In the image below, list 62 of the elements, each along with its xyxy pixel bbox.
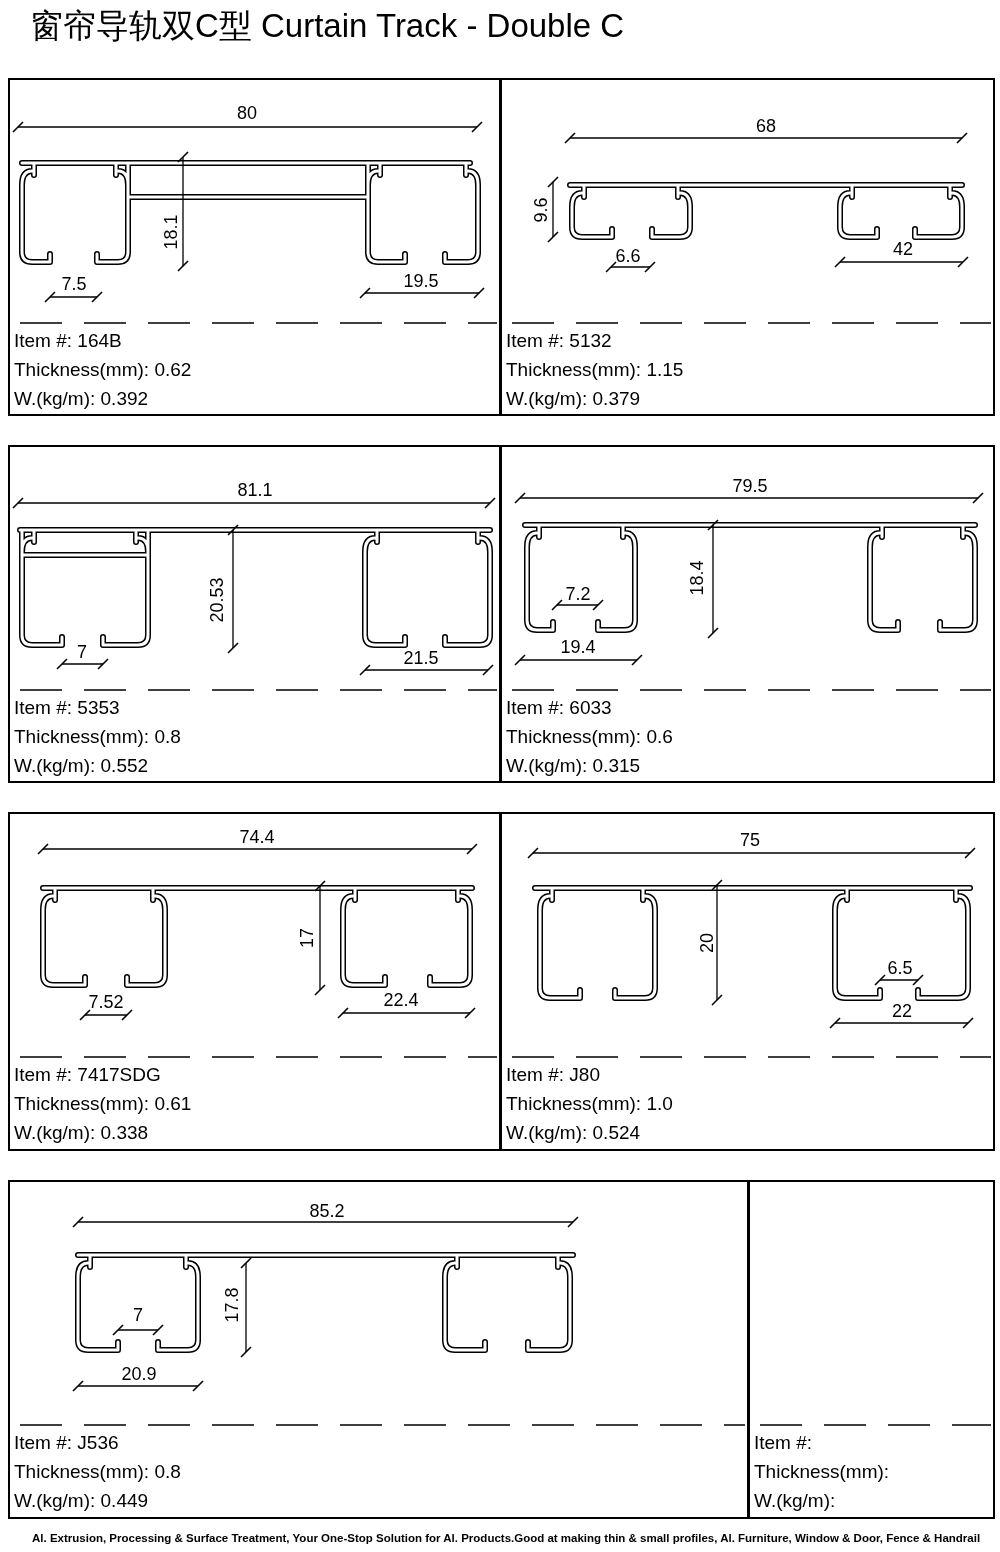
spec-panel — [748, 1180, 995, 1519]
dimension-label: 19.4 — [560, 637, 596, 657]
spec-text: W.(kg/m): 0.392 — [14, 387, 149, 411]
dimension-label: 7.52 — [88, 992, 124, 1012]
spec-text: Thickness(mm): 0.62 — [14, 358, 192, 382]
spec-panel — [500, 78, 995, 416]
spec-text: Thickness(mm): 0.6 — [506, 725, 673, 749]
spec-text: W.(kg/m): 0.524 — [506, 1121, 641, 1145]
dimension-label: 22 — [892, 1001, 912, 1021]
spec-text: Item #: 7417SDG — [14, 1063, 161, 1087]
spec-text: Item #: 5132 — [506, 329, 612, 353]
dimension-label: 79.5 — [732, 476, 768, 496]
spec-panel — [8, 1180, 749, 1519]
spec-panel — [500, 445, 995, 783]
spec-text: Thickness(mm): 1.15 — [506, 358, 684, 382]
dimension-label: 68 — [756, 116, 776, 136]
spec-text: Item #: J80 — [506, 1063, 600, 1087]
dimension-label: 17 — [297, 928, 317, 948]
spec-text: Item #: J536 — [14, 1431, 119, 1455]
footer-note: Al. Extrusion, Processing & Surface Treatment, Your One-Stop Solution for Al. Products.Good at making thin & small profiles, Al. Furniture, Window & Door, Fence & Handrail — [32, 1531, 981, 1546]
dimension-label: 42 — [893, 239, 913, 259]
spec-text: Thickness(mm): — [754, 1460, 890, 1484]
dimension-label: 9.6 — [531, 197, 551, 223]
dimension-label: 17.8 — [222, 1287, 242, 1323]
spec-text: Thickness(mm): 0.8 — [14, 1460, 181, 1484]
spec-text: W.(kg/m): 0.379 — [506, 387, 641, 411]
spec-text: Item #: 5353 — [14, 696, 120, 720]
spec-panel — [8, 78, 501, 416]
spec-text: Thickness(mm): 0.8 — [14, 725, 181, 749]
spec-text: Thickness(mm): 1.0 — [506, 1092, 673, 1116]
dimension-label: 22.4 — [383, 990, 419, 1010]
spec-panel — [8, 812, 501, 1151]
dimension-label: 18.1 — [161, 214, 181, 250]
dimension-label: 20.53 — [207, 577, 227, 623]
dimension-label: 7.2 — [565, 584, 591, 604]
dimension-label: 20 — [697, 933, 717, 953]
dimension-label: 19.5 — [403, 271, 439, 291]
spec-text: W.(kg/m): 0.449 — [14, 1489, 149, 1513]
spec-text: Item #: 6033 — [506, 696, 612, 720]
dimension-label: 7 — [77, 642, 87, 662]
spec-text: Thickness(mm): 0.61 — [14, 1092, 192, 1116]
dimension-label: 75 — [740, 830, 760, 850]
spec-text: W.(kg/m): 0.315 — [506, 754, 641, 778]
spec-panel — [8, 445, 501, 783]
spec-text: Item #: — [754, 1431, 813, 1455]
dimension-label: 7.5 — [61, 274, 87, 294]
spec-text: Item #: 164B — [14, 329, 122, 353]
dimension-label: 21.5 — [403, 648, 439, 668]
dimension-label: 81.1 — [237, 480, 273, 500]
dimension-label: 85.2 — [309, 1201, 345, 1221]
dimension-label: 6.6 — [615, 246, 641, 266]
dimension-label: 7 — [133, 1305, 143, 1325]
dimension-label: 6.5 — [887, 958, 913, 978]
dimension-label: 74.4 — [239, 827, 275, 847]
spec-text: W.(kg/m): — [754, 1489, 836, 1513]
spec-text: W.(kg/m): 0.552 — [14, 754, 149, 778]
dimension-label: 18.4 — [687, 560, 707, 596]
spec-panel — [500, 812, 995, 1151]
title: 窗帘导轨双C型 Curtain Track - Double C — [30, 6, 625, 46]
spec-text: W.(kg/m): 0.338 — [14, 1121, 149, 1145]
dimension-label: 80 — [237, 103, 257, 123]
dimension-label: 20.9 — [121, 1364, 157, 1384]
